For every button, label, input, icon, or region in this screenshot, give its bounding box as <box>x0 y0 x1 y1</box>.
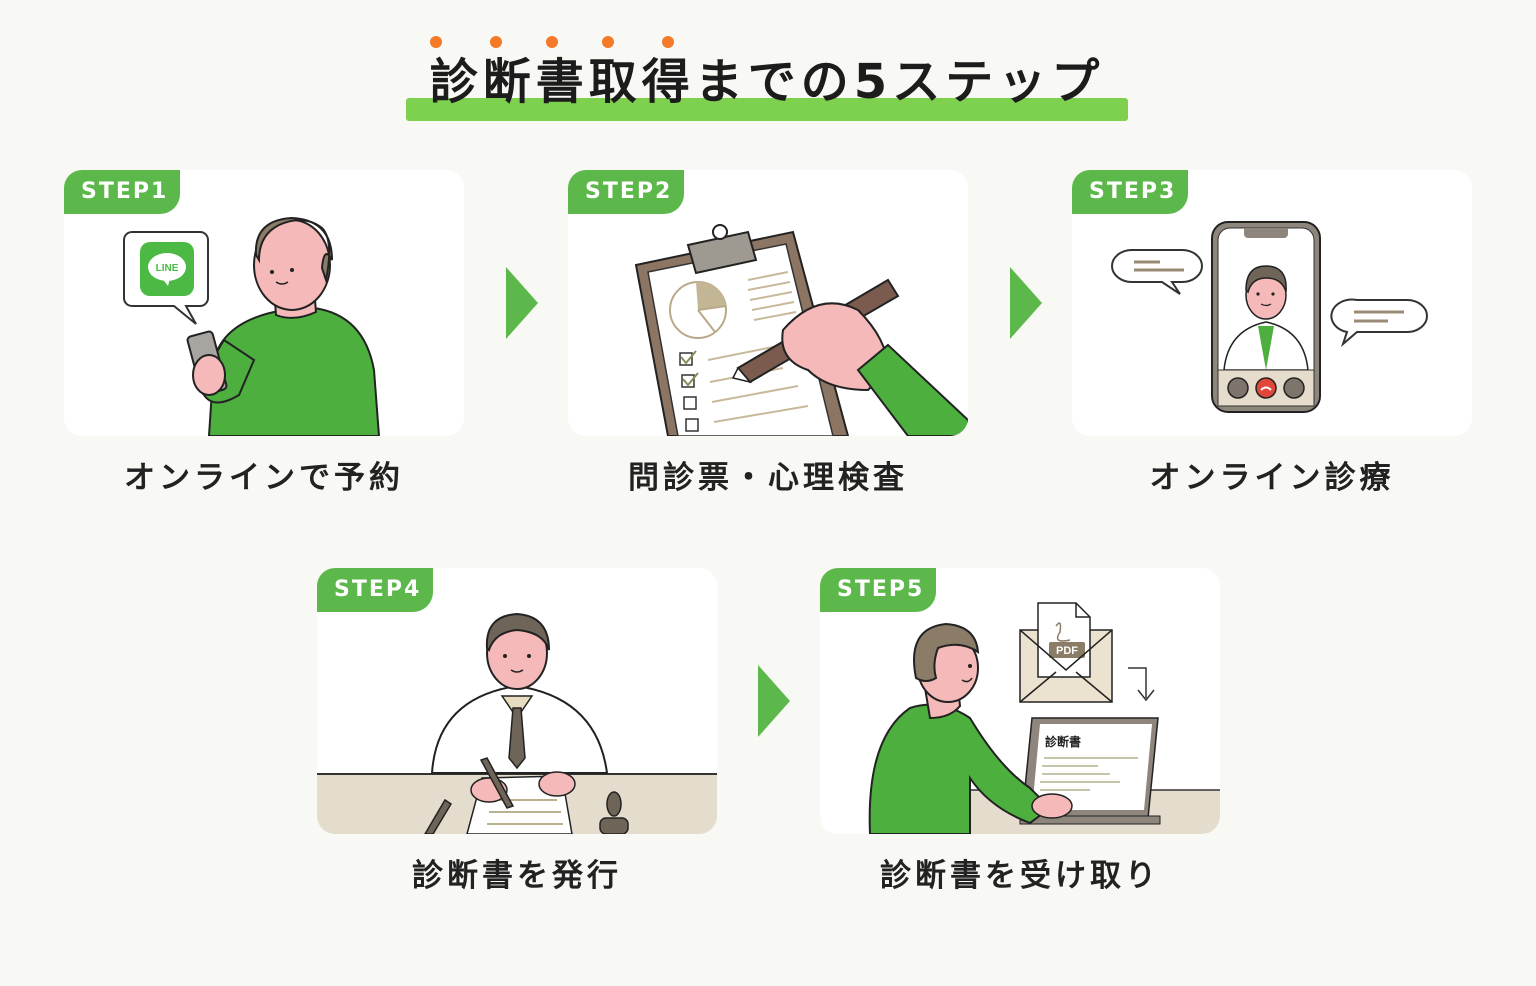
step-card-3: STEP3 <box>1072 170 1472 436</box>
emphasis-dot <box>602 36 614 48</box>
step-badge: STEP3 <box>1072 170 1188 214</box>
emphasis-dot <box>430 36 442 48</box>
svg-text:LINE: LINE <box>156 263 179 274</box>
step-label-4: 診断書を発行 <box>412 858 622 894</box>
svg-text:診断書: 診断書 <box>1045 734 1081 749</box>
step-label-3: オンライン診療 <box>1149 460 1395 496</box>
step-card-1: STEP1 LINE <box>64 170 464 436</box>
step-badge: STEP5 <box>820 568 936 612</box>
line-app-icon: LINE <box>123 231 209 325</box>
title-underline <box>406 98 1128 121</box>
step-card-5: STEP5 PDF 診断書 <box>820 568 1220 834</box>
doctor-signing-illustration <box>317 612 717 834</box>
arrow-right-icon <box>1010 267 1042 339</box>
svg-text:PDF: PDF <box>1056 645 1078 657</box>
step-badge: STEP1 <box>64 170 180 214</box>
receive-pdf-illustration: PDF 診断書 <box>868 602 1220 834</box>
step-label-1: オンラインで予約 <box>124 460 404 496</box>
arrow-right-icon <box>506 267 538 339</box>
step-badge: STEP2 <box>568 170 684 214</box>
person-with-smartphone-illustration: LINE <box>123 216 381 436</box>
page-title: 診断書取得までの5ステップ <box>429 54 1105 110</box>
step-card-2: STEP2 <box>568 170 968 436</box>
step-label-2: 問診票・心理検査 <box>628 460 908 496</box>
header: 診断書取得までの5ステップ <box>0 0 1536 130</box>
emphasis-dot <box>490 36 502 48</box>
emphasis-dot <box>546 36 558 48</box>
video-call-illustration <box>1111 221 1428 413</box>
step-card-4: STEP4 <box>317 568 717 834</box>
arrow-right-icon <box>758 665 790 737</box>
step-label-5: 診断書を受け取り <box>880 858 1160 894</box>
emphasis-dot <box>662 36 674 48</box>
clipboard-questionnaire-illustration <box>634 224 968 436</box>
step-badge: STEP4 <box>317 568 433 612</box>
